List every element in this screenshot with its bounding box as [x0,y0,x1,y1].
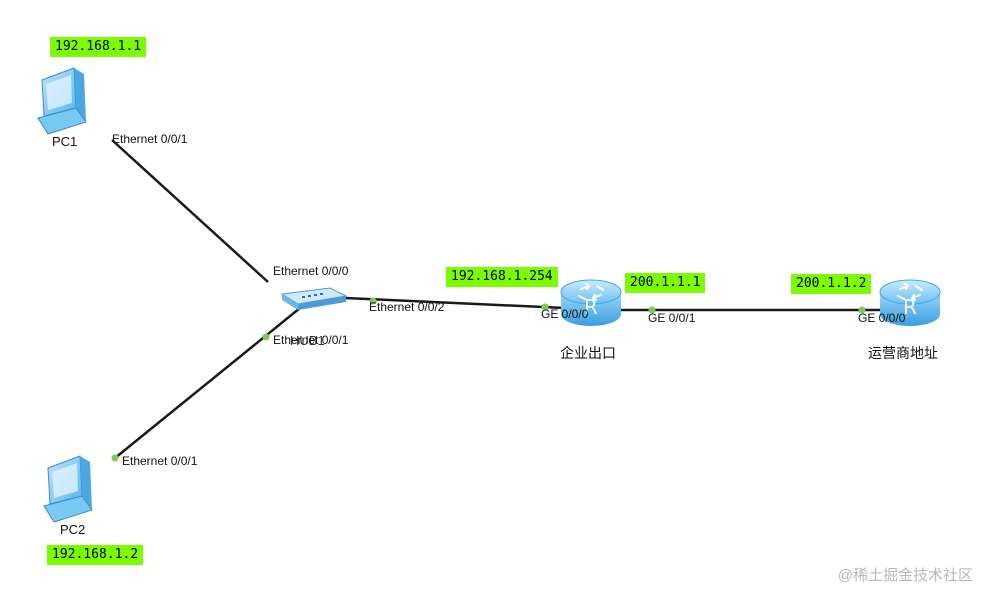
router-icon[interactable]: R [879,279,941,326]
port-dot-router-wan [648,306,656,314]
hub-port0-label: Ethernet 0/0/0 [273,264,349,278]
pc2-ip-label: 192.168.1.2 [47,545,144,565]
port-dot-router-lan [541,303,549,311]
pc-icon[interactable] [43,455,93,523]
port-dot-pc2 [111,454,119,462]
router-wan-port-label: GE 0/0/1 [648,311,696,325]
svg-text:R: R [903,295,917,319]
pc1-name: PC1 [52,134,78,149]
links [111,139,880,459]
link-pc1-hub[interactable] [111,139,269,283]
port-dot-hub-pc2 [262,333,270,341]
hub-port1-label: Ethernet 0/0/1 [273,333,349,347]
router-isp-name: 运营商地址 [868,345,938,361]
hub-port2-label: Ethernet 0/0/2 [369,300,445,314]
port-dots [111,297,866,462]
hub-name: HUB1 [290,333,325,348]
svg-text:R: R [584,295,598,319]
router-enterprise-name: 企业出口 [560,345,616,361]
port-dot-isp [858,306,866,314]
isp-ip-label: 200.1.1.2 [791,274,872,294]
router-wan-ip-label: 200.1.1.1 [625,273,706,293]
pc1-ip-label: 192.168.1.1 [50,37,147,57]
pc2-port-label: Ethernet 0/0/1 [122,454,198,468]
router-lan-ip-label: 192.168.1.254 [446,267,558,287]
isp-port-label: GE 0/0/0 [858,311,906,325]
link-hub-router[interactable] [344,296,566,310]
pc2-name: PC2 [60,522,86,537]
pc-icon[interactable] [37,67,87,135]
link-pc2-hub[interactable] [114,307,301,459]
router-icon[interactable]: R [560,279,622,326]
watermark: @稀土掘金技术社区 [837,567,973,584]
pc1-port-label: Ethernet 0/0/1 [112,132,188,146]
port-dot-hub-router [369,297,377,305]
router-lan-port-label: GE 0/0/0 [541,307,589,321]
hub-icon[interactable] [280,287,348,310]
